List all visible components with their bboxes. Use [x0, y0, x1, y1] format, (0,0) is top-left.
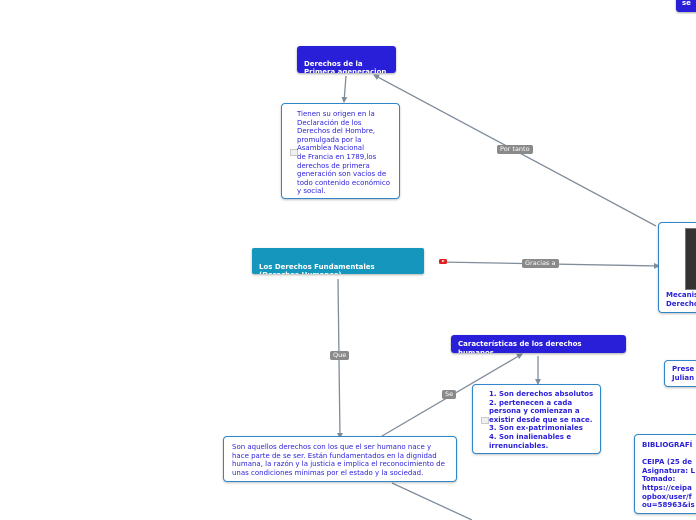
- node-presentado-partial[interactable]: Prese Julian: [664, 360, 696, 387]
- connector-primera-to-origen: [341, 75, 348, 103]
- node-primera-generacion-label: Derechos de la Primera ageneracion: [304, 59, 387, 73]
- node-mecanismos-partial[interactable]: Mecanis Derecho: [658, 222, 696, 313]
- node-caracteristicas[interactable]: Características de los derechos humanos: [451, 335, 626, 353]
- link-label-se[interactable]: Se: [442, 390, 457, 399]
- node-caracteristicas-list-label: 1. Son derechos absolutos 2. pertenecen …: [489, 390, 594, 450]
- node-image-thumbnail: [685, 228, 696, 290]
- node-derechos-fundamentales[interactable]: Los Derechos Fundamentales (Derechos Hum…: [252, 248, 424, 274]
- node-origen-text[interactable]: Tienen su origen en la Declaración de lo…: [281, 103, 400, 199]
- video-play-icon[interactable]: [439, 259, 447, 264]
- node-top-right-label: se: [682, 0, 691, 7]
- node-derechos-fundamentales-label: Los Derechos Fundamentales (Derechos Hum…: [259, 262, 375, 274]
- link-label-por-tanto[interactable]: Por tanto: [497, 145, 533, 154]
- node-caracteristicas-label: Características de los derechos humanos: [458, 340, 582, 353]
- node-mecanismos-label: Mecanis Derecho: [666, 291, 696, 308]
- connector-definicion-out: [391, 482, 473, 520]
- node-top-right-partial[interactable]: se: [676, 0, 696, 12]
- node-bibliografia-label: BIBLIOGRAFÍ CEIPA (25 de Asignatura: L T…: [642, 441, 695, 510]
- link-label-que[interactable]: Que: [330, 351, 350, 360]
- node-origen-text-label: Tienen su origen en la Declaración de lo…: [297, 110, 390, 196]
- node-bibliografia-partial[interactable]: BIBLIOGRAFÍ CEIPA (25 de Asignatura: L T…: [634, 434, 696, 514]
- link-label-gracias-a[interactable]: Gracias a: [522, 259, 559, 268]
- attachment-icon[interactable]: [481, 417, 489, 424]
- node-primera-generacion[interactable]: Derechos de la Primera ageneracion: [297, 46, 396, 73]
- attachment-icon[interactable]: [290, 149, 298, 156]
- node-definicion[interactable]: Son aquellos derechos con los que el ser…: [223, 436, 457, 482]
- node-definicion-label: Son aquellos derechos con los que el ser…: [232, 443, 445, 477]
- node-presentado-label: Prese Julian: [672, 365, 695, 382]
- node-caracteristicas-list[interactable]: 1. Son derechos absolutos 2. pertenecen …: [472, 384, 601, 454]
